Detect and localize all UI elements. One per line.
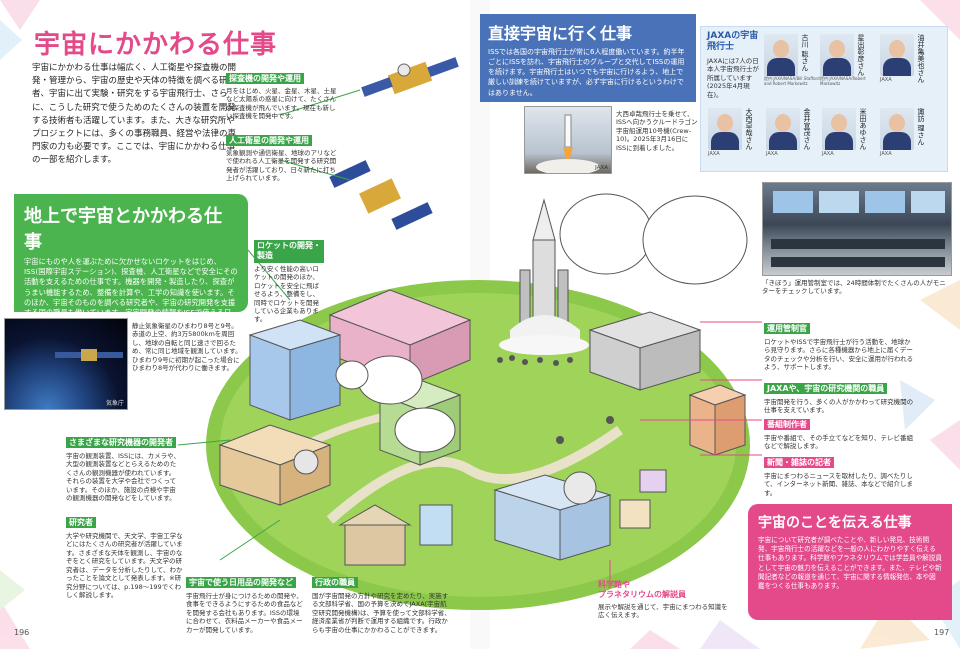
main-title: 宇宙にかかわる仕事 (34, 30, 278, 60)
himawari-caption: 静止気象衛星のひまわり8号と9号。赤道の上空、約3万5800kmを周回し、地球の… (132, 322, 242, 373)
jaxa-staff-section: JAXAや、宇宙の研究機関の職員 宇宙開発を行う、多くの人がかかわって研究機関の… (764, 376, 914, 415)
astronaut-name: 古川 聡さん (801, 34, 809, 72)
astronaut-credit: JAXA (880, 151, 892, 157)
avatar (708, 108, 742, 150)
himawari-photo: 気象庁 (4, 318, 128, 410)
admin-label: 行政の職員 (312, 577, 358, 588)
avatar (880, 108, 914, 150)
admin-text: 国が宇宙開発の方針や研究を定めたり、実施する文部科学省、国の予算を決めてJAXA… (312, 592, 451, 634)
avatar (766, 108, 800, 150)
astronaut-name: 油井亀美也さん (917, 34, 925, 83)
astronaut-name: 金井宣茂さん (803, 108, 811, 150)
jaxa-staff-text: 宇宙開発を行う、多くの人がかかわって研究機関の仕事を支えています。 (764, 398, 914, 415)
launch-photo: JAXA (524, 106, 612, 174)
ops-label: 運用管制官 (764, 323, 810, 334)
astronaut-credit: JAXA (880, 77, 892, 83)
rocket-illustration (499, 198, 589, 355)
astronaut-card: 油井亀美也さん JAXA (880, 34, 940, 83)
museum-text: 展示や解説を通じて、宇宙にまつわる知識を広く伝えます。 (598, 602, 728, 620)
ops-text: ロケットやISSで宇宙飛行士が行う活動を、地球から見守ります。さらに各種機器から… (764, 338, 914, 372)
tv-producer-section: 番組制作者 宇宙や番組で、その手立てなどを知り、テレビ番組などで解説します。 (764, 412, 914, 451)
control-room-caption: 「きぼう」運用管制室では、24時間体制でたくさんの人がモニターをチェックしていま… (762, 279, 946, 296)
direct-space-title: 直接宇宙に行く仕事 (488, 24, 633, 43)
daily-goods-text: 宇宙飛行士が身につけるための開発や、食事をできるようにするための食品などを開発す… (186, 592, 303, 634)
astronaut-card: 古川 聡さん 提供:JAXA/NASA/Bill Stafford and Ro… (764, 34, 820, 87)
astronaut-name: 大西卓哉さん (745, 108, 753, 150)
satellite-section: 人工衛星の開発や運用 気象観測や通信衛星、地球のアリなどで使われる人工衛星を開発… (226, 128, 338, 183)
jaxa-astronaut-text: JAXAには7人の日本人宇宙飛行士が所属しています(2025年4月現在)。 (707, 57, 759, 99)
astronaut-credit: 提供:JAXA/NASA/Bill Stafford and Robert Ma… (764, 76, 820, 86)
avatar (880, 34, 914, 76)
daily-goods-section: 宇宙で使う日用品の開発など 宇宙飛行士が身につけるための開発や、食事をできるよう… (186, 570, 304, 634)
astronaut-card: 金井宣茂さん JAXA (766, 108, 820, 157)
page-number-left: 196 (14, 628, 30, 637)
research-equipment-label: さまざまな研究機器の開発者 (66, 437, 176, 448)
probe-illustration (361, 57, 459, 97)
page-number-right: 197 (934, 628, 950, 637)
astronaut-card: 諏訪 理さん JAXA (880, 108, 940, 157)
avatar (764, 34, 798, 76)
spread-section: 宇宙のことを伝える仕事 宇宙について研究者が調べたことや、新しい発見、技術開発、… (748, 504, 952, 620)
people-crowd (497, 355, 614, 444)
probe-section: 探査機の開発や運用 月をはじめ、火星、金星、木星、土星など太陽系の惑星に向けて、… (226, 66, 338, 121)
museum-section: 科学館や プラネタリウムの解説員 展示や解説を通じて、宇宙にまつわる知識を広く伝… (598, 580, 728, 620)
ops-section: 運用管制官 ロケットやISSで宇宙飛行士が行う活動を、地球から見守ります。さらに… (764, 316, 914, 372)
probe-label: 探査機の開発や運用 (226, 73, 304, 84)
astronaut-card: 大西卓哉さん JAXA (708, 108, 762, 157)
launch-rocket-icon (536, 114, 600, 173)
astronaut-card: 星出彰彦さん 提供:JAXA/NASA/Robert Markowitz (820, 34, 866, 87)
avatar (820, 34, 854, 76)
satellite-label: 人工衛星の開発や運用 (226, 135, 312, 146)
astronaut-name: 米田あゆさん (859, 108, 867, 150)
journalist-section: 新聞・雑誌の記者 宇宙にまつわるニュースを取材したり、調べたりして、インターネッ… (764, 450, 914, 497)
research-equipment-section: さまざまな研究機器の開発者 宇宙の観測装置、ISSには、カメラや、大型の観測装置… (66, 430, 180, 503)
journalist-text: 宇宙にまつわるニュースを取材したり、調べたりして、インターネット新聞、雑誌、本な… (764, 472, 914, 497)
tv-producer-label: 番組制作者 (764, 419, 810, 430)
researcher-label: 研究者 (66, 517, 96, 528)
intro-text: 宇宙にかかわる仕事は幅広く、人工衛星や探査機の開発・管理から、宇宙の歴史や天体の… (32, 63, 237, 166)
ground-section: 地上で宇宙とかかわる仕事 宇宙にものや人を運ぶために欠かせないロケットをはじめ、… (14, 194, 248, 327)
avatar (822, 108, 856, 150)
rocket-section: ロケットの開発・製造 より安く性能の高いロケットの開発のほか、ロケットを安全に飛… (254, 240, 324, 324)
rocket-label: ロケットの開発・製造 (254, 240, 324, 263)
tv-producer-text: 宇宙や番組で、その手立てなどを知り、テレビ番組などで解説します。 (764, 434, 913, 451)
earth-satellite-icon (55, 349, 123, 361)
journalist-label: 新聞・雑誌の記者 (764, 457, 834, 468)
researcher-section: 研究者 大学や研究機関で、天文学、宇宙工学などにはたくさんの研究者が活躍していま… (66, 510, 184, 600)
ground-section-title: 地上で宇宙とかかわる仕事 (24, 206, 222, 253)
astronaut-card: 米田あゆさん JAXA (822, 108, 876, 157)
launch-credit: JAXA (595, 165, 608, 171)
astronaut-credit: JAXA (766, 151, 778, 157)
launch-caption: 大西卓哉飛行士を乗せて、ISSへ向かうクルードラゴン宇宙船運用10号機(Crew… (616, 110, 698, 152)
spread-section-title: 宇宙のことを伝える仕事 (758, 515, 912, 531)
museum-label-1: 科学館や (598, 580, 630, 589)
probe-text: 月をはじめ、火星、金星、木星、土星など太陽系の惑星に向けて、たくさんの探査機が飛… (226, 87, 337, 121)
monitor-wall-icon (771, 191, 945, 267)
astronaut-credit: JAXA (822, 151, 834, 157)
control-room-photo (762, 182, 952, 276)
research-equipment-text: 宇宙の観測装置、ISSには、カメラや、大型の観測装置などとらえるためのたくさんの… (66, 452, 180, 503)
himawari-credit: 気象庁 (105, 400, 124, 407)
astronaut-credit: JAXA (708, 151, 720, 157)
satellite-text: 気象観測や通信衛星、地球のアリなどで使われる人工衛星を開発する研究開発者が活躍し… (226, 149, 337, 183)
jaxa-astronaut-title: JAXAの宇宙飛行士 (707, 31, 759, 52)
researcher-text: 大学や研究機関で、天文学、宇宙工学などにはたくさんの研究者が活躍しています。さま… (66, 532, 183, 600)
rocket-text: より安く性能の高いロケットの開発のほか、ロケットを安全に飛ばせるよう、整備をし、… (254, 264, 319, 324)
direct-space-section: 直接宇宙に行く仕事 ISSでは各国の宇宙飛行士が常に6人程度働いています。約半年… (480, 14, 696, 102)
museum-label-2: プラネタリウムの解説員 (598, 590, 686, 600)
astronaut-name: 諏訪 理さん (917, 108, 925, 146)
astronaut-credit: 提供:JAXA/NASA/Robert Markowitz (820, 76, 866, 86)
spread-section-text: 宇宙について研究者が調べたことや、新しい発見、技術開発、宇宙飛行士の活躍などを一… (758, 536, 942, 591)
satellite-illustration (329, 160, 433, 230)
admin-section: 行政の職員 国が宇宙開発の方針や研究を定めたり、実施する文部科学省、国の予算を決… (312, 570, 452, 634)
daily-goods-label: 宇宙で使う日用品の開発など (186, 577, 296, 588)
astronaut-name: 星出彰彦さん (857, 34, 865, 76)
jaxa-staff-label: JAXAや、宇宙の研究機関の職員 (764, 383, 888, 394)
direct-space-text: ISSでは各国の宇宙飛行士が常に6人程度働いています。約半年ごとにISSを訪れ、… (488, 48, 685, 97)
